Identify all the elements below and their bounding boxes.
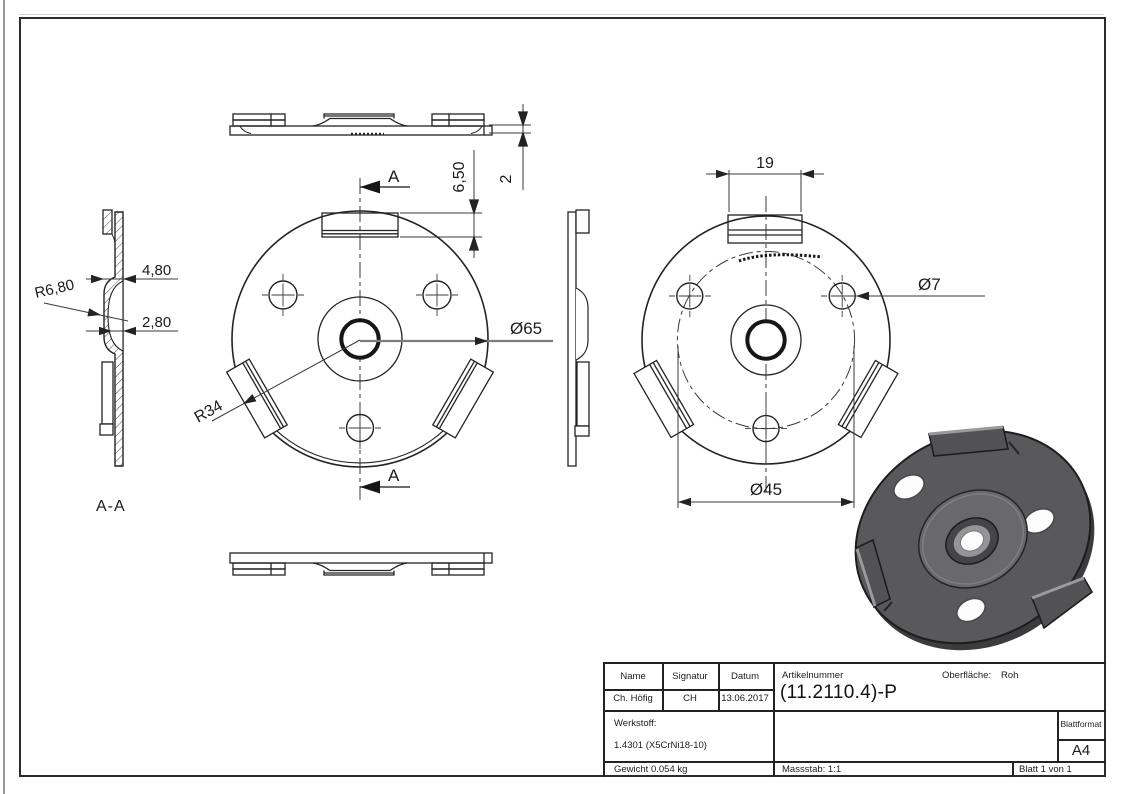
tb-oberflaeche-label: Oberfläche: [942,670,992,681]
engraving-mark [738,253,823,263]
dim-label-boss-depth: 4,80 [142,262,171,279]
view-iso-3d [854,425,1095,651]
cut-arrow-label-top: A [388,167,400,186]
tb-massstab: Massstab: 1:1 [782,764,842,775]
dim-label-outer-dia: Ø65 [510,319,542,338]
page-edge-line [3,0,5,794]
cut-arrow-label-bottom: A [388,466,400,485]
tb-werkstoff-value: 1.4301 (X5CrNi18-10) [614,740,707,751]
back-outer-circle [641,215,891,465]
tb-value-signatur: CH [683,693,697,704]
back-boss-circle [730,304,802,376]
tb-werkstoff-label: Werkstoff: [614,718,657,729]
dim-label-fillet-radius: R6,80 [33,276,76,302]
tb-artikelnummer-label: Artikelnummer [782,670,844,681]
section-view-label: A-A [96,498,126,515]
title-block: Name Signatur Datum Ch. Höfig CH 13.06.2… [603,662,1106,777]
view-top-strip: 6,50 2 [229,104,531,258]
front-rim-tab-top [321,212,399,238]
tb-gewicht: Gewicht 0.054 kg [614,764,688,775]
front-hole-centermarks [262,274,458,449]
view-back: 19 Ø7 Ø45 [633,155,985,508]
view-front: R34 Ø65 A A [192,167,553,500]
dim-label-hub-depth: 2,80 [142,314,171,331]
dim-label-tab-height: 6,50 [451,161,468,192]
dim-label-tab-radius: R34 [192,397,226,426]
front-rim-tab-left [225,358,289,439]
iso-rim-tabs [855,425,1094,630]
tb-value-name: Ch. Höfig [613,693,653,704]
front-rim-tab-right [431,358,495,439]
dim-tab-height [400,150,482,258]
view-bottom-strip [229,552,493,576]
tb-oberflaeche-value: Roh [1001,670,1019,681]
back-bolt-holes [676,282,856,443]
front-hub-bore [339,318,381,360]
front-boss-circle [317,296,403,382]
back-rim-tab-top [727,214,803,244]
dim-tab-width [706,170,824,212]
tb-header-datum: Datum [731,671,759,682]
dim-bolt-circle [677,346,855,508]
tb-artikelnummer-value: (11.2110.4)-P [780,682,898,703]
dim-label-thickness: 2 [498,174,515,183]
iso-center-bore [959,530,985,552]
dim-label-tab-width: 19 [756,155,774,172]
section-lower-tab [101,361,114,425]
back-hub-bore [745,319,787,361]
front-bolt-holes [268,280,452,443]
tb-blattformat-label: Blattformat [1060,719,1102,729]
tb-blattformat-value: A4 [1071,742,1091,759]
sheet-frame [19,17,1106,777]
tb-header-name: Name [620,671,646,682]
dim-label-hole-dia: Ø7 [918,275,941,294]
section-top-tab [102,209,113,235]
dim-label-bolt-circle: Ø45 [750,480,782,499]
tb-header-signatur: Signatur [672,671,708,682]
front-outer-circle [231,210,489,468]
tb-blatt: Blatt 1 von 1 [1019,764,1072,775]
back-rim-tab-left [633,359,695,439]
section-boss-hollow [107,280,124,352]
tb-value-datum: 13.06.2017 [721,693,769,704]
view-section-aa: 4,80 2,80 R6,80 A-A [33,209,178,515]
iso-bolt-holes [893,474,1055,623]
back-rim-tab-right [837,359,899,439]
view-side-profile [567,209,590,467]
back-hole-centermarks [669,275,863,449]
sheet-shadow [19,14,1104,15]
